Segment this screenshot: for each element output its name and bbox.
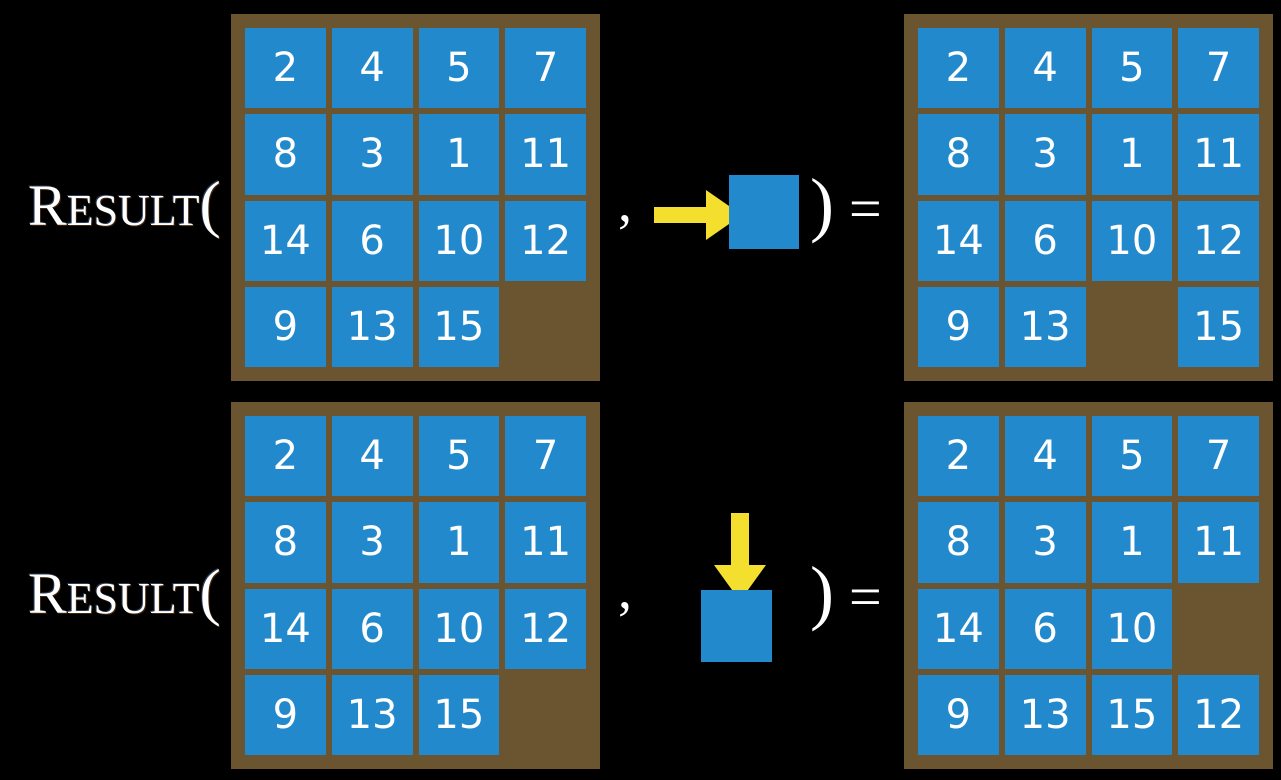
tile[interactable]: 9 [918, 286, 999, 367]
tile[interactable]: 15 [1091, 674, 1173, 755]
tile[interactable]: 15 [418, 674, 500, 755]
output-board-row-2[interactable]: 2 4 5 7 8 3 1 11 14 6 10 9 13 15 12 [904, 402, 1273, 769]
tile[interactable]: 4 [331, 28, 413, 109]
tile[interactable]: 14 [245, 588, 326, 669]
tile[interactable]: 11 [505, 502, 586, 583]
tile[interactable]: 12 [1178, 674, 1259, 755]
result-label-row-2: RESULT( [28, 560, 221, 624]
empty-slot[interactable] [505, 287, 586, 367]
tile[interactable]: 9 [245, 674, 326, 755]
result-label-initial: R [28, 561, 67, 626]
tile[interactable]: 5 [418, 416, 500, 497]
tile[interactable]: 3 [1004, 502, 1086, 583]
tile[interactable]: 7 [505, 416, 586, 497]
close-paren-row-2: ) [810, 552, 834, 632]
blank-tile-square[interactable] [729, 175, 799, 249]
tile[interactable]: 10 [1091, 588, 1173, 669]
tile[interactable]: 13 [331, 674, 413, 755]
tile[interactable]: 4 [1004, 28, 1086, 109]
equals-row-1: = [849, 176, 882, 241]
equals-row-2: = [849, 564, 882, 629]
tile[interactable]: 6 [1004, 588, 1086, 669]
tile[interactable]: 3 [331, 502, 413, 583]
open-paren-row-1: ( [199, 168, 221, 239]
tile[interactable]: 1 [1091, 502, 1173, 583]
tile[interactable]: 8 [245, 114, 326, 195]
empty-slot[interactable] [505, 675, 586, 755]
tile[interactable]: 4 [331, 416, 413, 497]
tile[interactable]: 9 [918, 674, 999, 755]
tile[interactable]: 7 [1178, 416, 1259, 497]
tile[interactable]: 6 [331, 200, 413, 281]
tile[interactable]: 13 [1004, 286, 1086, 367]
down-arrow-icon [714, 513, 766, 601]
tile[interactable]: 12 [505, 588, 586, 669]
tile[interactable]: 8 [245, 502, 326, 583]
empty-slot[interactable] [1092, 287, 1173, 367]
tile[interactable]: 8 [918, 502, 999, 583]
tile[interactable]: 12 [1178, 200, 1259, 281]
right-arrow-icon [654, 190, 742, 240]
tile[interactable]: 8 [918, 114, 999, 195]
tile[interactable]: 13 [331, 286, 413, 367]
input-board-row-2[interactable]: 2 4 5 7 8 3 1 11 14 6 10 12 9 13 15 [231, 402, 600, 769]
tile[interactable]: 2 [918, 28, 999, 109]
tile[interactable]: 10 [418, 588, 500, 669]
tile[interactable]: 2 [918, 416, 999, 497]
result-label-initial: R [28, 173, 67, 238]
result-label-smallcaps: ESULT [66, 574, 200, 623]
open-paren-row-2: ( [199, 556, 221, 627]
comma-row-2: , [618, 559, 632, 621]
tile[interactable]: 11 [1178, 502, 1259, 583]
result-label-row-1: RESULT( [28, 172, 221, 236]
move-down-operand[interactable] [690, 500, 810, 680]
tile[interactable]: 3 [331, 114, 413, 195]
tile[interactable]: 14 [245, 200, 326, 281]
result-label-smallcaps: ESULT [66, 186, 200, 235]
tile[interactable]: 9 [245, 286, 326, 367]
output-board-row-1[interactable]: 2 4 5 7 8 3 1 11 14 6 10 12 9 13 15 [904, 14, 1273, 381]
tile[interactable]: 7 [1178, 28, 1259, 109]
tile[interactable]: 10 [1091, 200, 1173, 281]
tile[interactable]: 5 [1091, 416, 1173, 497]
tile[interactable]: 1 [1091, 114, 1173, 195]
tile[interactable]: 2 [245, 416, 326, 497]
tile[interactable]: 6 [1004, 200, 1086, 281]
tile[interactable]: 1 [418, 502, 500, 583]
tile[interactable]: 11 [1178, 114, 1259, 195]
tile[interactable]: 1 [418, 114, 500, 195]
tile[interactable]: 13 [1004, 674, 1086, 755]
tile[interactable]: 2 [245, 28, 326, 109]
blank-tile-square[interactable] [701, 590, 772, 662]
tile[interactable]: 15 [418, 286, 500, 367]
comma-row-1: , [618, 172, 632, 234]
input-board-row-1[interactable]: 2 4 5 7 8 3 1 11 14 6 10 12 9 13 15 [231, 14, 600, 381]
empty-slot[interactable] [1178, 589, 1259, 669]
tile[interactable]: 3 [1004, 114, 1086, 195]
tile[interactable]: 7 [505, 28, 586, 109]
move-right-operand[interactable] [650, 165, 810, 265]
tile[interactable]: 11 [505, 114, 586, 195]
tile[interactable]: 6 [331, 588, 413, 669]
tile[interactable]: 10 [418, 200, 500, 281]
close-paren-row-1: ) [810, 164, 834, 244]
tile[interactable]: 4 [1004, 416, 1086, 497]
tile[interactable]: 12 [505, 200, 586, 281]
tile[interactable]: 5 [418, 28, 500, 109]
tile[interactable]: 14 [918, 588, 999, 669]
tile[interactable]: 15 [1178, 286, 1259, 367]
tile[interactable]: 14 [918, 200, 999, 281]
tile[interactable]: 5 [1091, 28, 1173, 109]
